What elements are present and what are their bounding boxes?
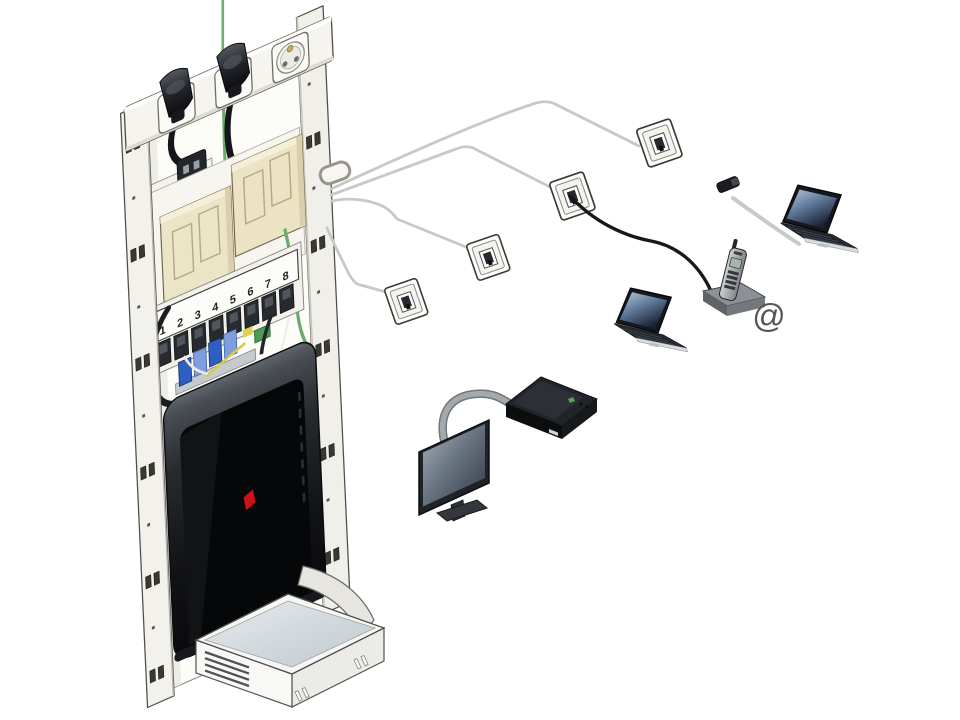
- network-cable-to-outlet-2: [330, 197, 468, 249]
- phone-keypad: [723, 270, 740, 291]
- white-wire: [182, 355, 209, 376]
- port-label-3: 3: [194, 307, 201, 323]
- phone-line-cable: [568, 194, 713, 293]
- port-label-5: 5: [230, 292, 237, 308]
- laptop-middle: [613, 287, 689, 353]
- monitor-stand-base: [435, 499, 489, 522]
- internet-at-symbol: @: [752, 297, 786, 334]
- set-top-box: [504, 376, 599, 439]
- right-rail: [295, 4, 351, 615]
- modem-cable-cluster: [175, 315, 273, 396]
- mounting-slots: [125, 135, 165, 684]
- power-socket-empty: [271, 31, 310, 84]
- stb-button: [549, 429, 558, 436]
- port-label-8: 8: [282, 268, 289, 284]
- network-cables: [325, 100, 641, 294]
- internet-box-top: [203, 600, 377, 668]
- left-rail: [119, 100, 175, 709]
- connector-holder: [175, 348, 257, 396]
- laptop-right: [779, 184, 860, 254]
- monitor: [418, 418, 490, 522]
- communication-cabinet: 1 2 3 4 5 6 7 8: [119, 4, 351, 709]
- power-plug-1: [159, 67, 194, 124]
- network-cable-to-outlet-3: [329, 145, 552, 197]
- port-label-1: 1: [159, 323, 166, 339]
- cable-guide-ring: [318, 160, 352, 186]
- port-label-7: 7: [265, 276, 272, 291]
- power-socket-strip: [123, 16, 334, 152]
- wall-outlet-4: [635, 117, 684, 169]
- internet-box: [194, 593, 386, 708]
- phone-screen: [729, 257, 743, 270]
- phone-antenna: [731, 238, 738, 250]
- modem-led-dashes: [297, 391, 306, 503]
- rj45-plug: [716, 176, 740, 193]
- vent-slats: [204, 650, 250, 688]
- network-cable-to-outlet-4: [329, 100, 641, 191]
- monitor-screen: [423, 424, 485, 507]
- dti-module-right: [230, 133, 307, 258]
- rj45-jack-row: [155, 283, 295, 369]
- network-cable-to-outlet-1: [325, 226, 388, 294]
- power-plug-2: [216, 42, 251, 99]
- stb-port-green: [568, 397, 575, 403]
- wall-outlet-1: [383, 277, 430, 326]
- earth-pin: [286, 44, 294, 53]
- tv-cable: [439, 390, 513, 451]
- clip-slots: [294, 654, 369, 702]
- yellow-wire: [205, 341, 246, 378]
- screw-holes: [307, 82, 330, 503]
- black-wire: [259, 315, 273, 355]
- port-label-4: 4: [212, 300, 219, 316]
- wall-outlet-2: [465, 233, 512, 282]
- laptop-patch-cord: [731, 196, 801, 246]
- port-label-6: 6: [247, 284, 254, 300]
- modem-logo: [243, 489, 256, 511]
- port-label-2: 2: [177, 315, 184, 331]
- yellow-connector: [242, 325, 253, 339]
- cordless-phone: [701, 238, 767, 316]
